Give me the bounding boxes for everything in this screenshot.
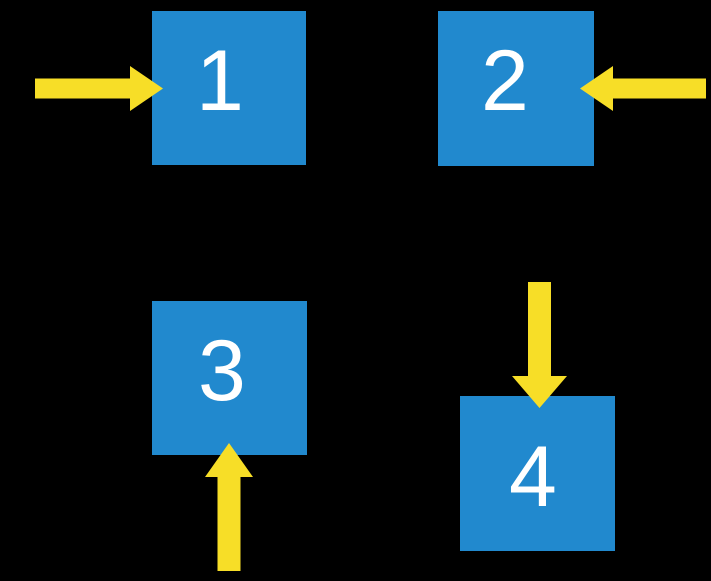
arrow-right-icon (35, 66, 163, 111)
node-label-1: 1 (196, 33, 244, 129)
node-label-4: 4 (509, 429, 557, 525)
arrow-up-icon (205, 443, 253, 571)
node-label-2: 2 (481, 33, 529, 129)
node-box-4[interactable] (460, 396, 615, 551)
node-label-3: 3 (198, 323, 246, 419)
arrow-down-icon (512, 282, 567, 408)
arrow-left-icon (580, 66, 706, 111)
node-box-1[interactable] (152, 11, 306, 165)
node-box-3[interactable] (152, 301, 307, 455)
node-box-2[interactable] (438, 11, 594, 166)
